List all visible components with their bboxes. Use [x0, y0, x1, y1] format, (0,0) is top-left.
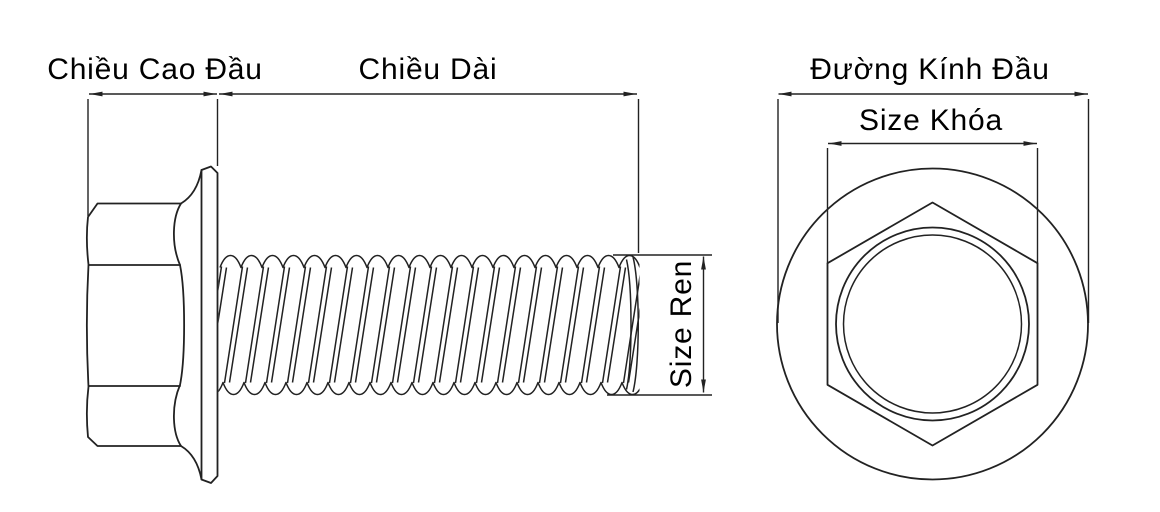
thread-lines: [218, 381, 640, 396]
flange-cone-top: [180, 169, 203, 205]
head-inner-circle: [842, 234, 1023, 414]
thread-end: [625, 256, 639, 393]
length-label: Chiều Dài: [359, 53, 498, 86]
side-view: Chiều Cao Đầu Chiều Dài Size Ren: [47, 53, 712, 484]
flange-outer-circle: [776, 167, 1089, 481]
head-height-label: Chiều Cao Đầu: [47, 53, 263, 86]
flange-cone-bottom: [180, 445, 203, 481]
thread-lines: [219, 254, 640, 269]
thread-size-label: Size Ren: [665, 260, 698, 388]
dim-length: Chiều Dài: [219, 53, 640, 253]
dim-head-diameter: Đường Kính Đầu: [777, 53, 1090, 323]
flange-disk: [200, 165, 219, 484]
front-view: Đường Kính Đầu Size Khóa: [776, 53, 1090, 481]
dim-thread-size: Size Ren: [607, 254, 712, 396]
hex-head-polygon: [826, 201, 1039, 447]
head-diameter-label: Đường Kính Đầu: [810, 53, 1049, 86]
thread-lines: [218, 266, 640, 384]
head-chamfer-circle: [835, 226, 1030, 422]
thread: [218, 254, 640, 396]
wrench-size-label: Size Khóa: [859, 104, 1003, 137]
dim-wrench-size: Size Khóa: [826, 104, 1039, 264]
dim-head-height: Chiều Cao Đầu: [47, 53, 263, 216]
bolt-head-outline: [85, 202, 186, 447]
